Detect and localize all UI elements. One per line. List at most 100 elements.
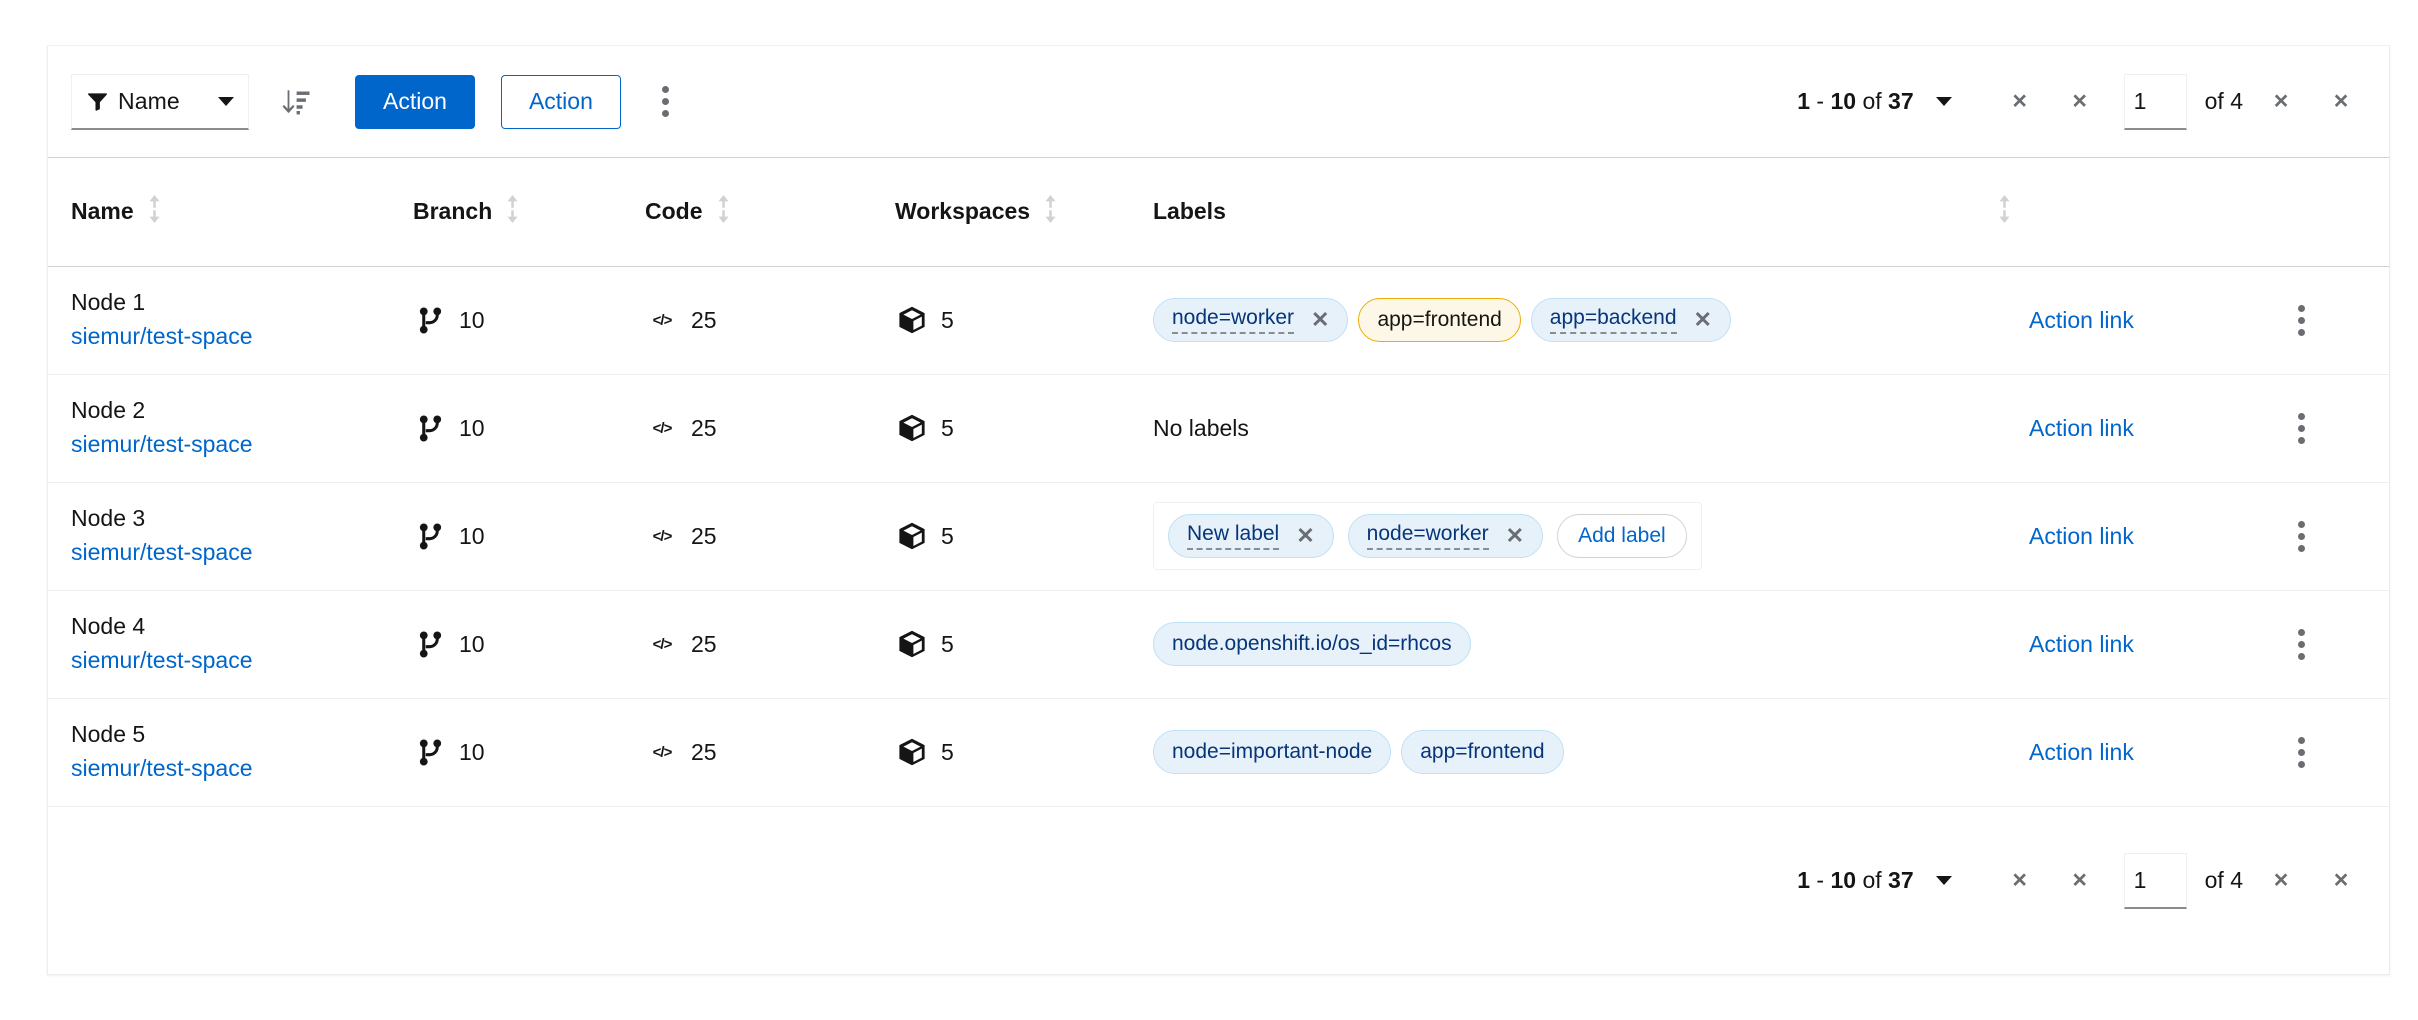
pagination-summary-top: 1 - 10 of 37: [1797, 88, 1913, 115]
cell-overflow: [2279, 590, 2389, 699]
pagination-prev-button[interactable]: ×: [2072, 87, 2087, 115]
label-chip[interactable]: app=backend✕: [1530, 298, 1731, 342]
label-chip-close-icon[interactable]: ✕: [1296, 523, 1315, 548]
label-chip[interactable]: node=important-node: [1153, 730, 1392, 774]
label-chip-close-icon[interactable]: ✕: [1505, 523, 1525, 548]
row-kebab-icon[interactable]: [2279, 725, 2323, 779]
code-icon: </>: [652, 635, 673, 653]
cell-action: Action link: [2029, 482, 2279, 591]
cube-icon: [895, 738, 929, 766]
sort-amount-down-icon[interactable]: [273, 79, 319, 125]
label-chip[interactable]: app=frontend: [1358, 298, 1521, 342]
filter-select-label: Name: [118, 87, 180, 114]
label-chip-text: node=important-node: [1172, 740, 1373, 763]
pagination-last-button[interactable]: ×: [2333, 866, 2349, 894]
row-kebab-icon[interactable]: [2279, 293, 2323, 347]
label-chip[interactable]: node.openshift.io/os_id=rhcos: [1153, 622, 1471, 666]
action-link[interactable]: Action link: [2029, 522, 2134, 549]
action-link[interactable]: Action link: [2029, 630, 2134, 657]
label-chip-text: node=worker: [1172, 306, 1294, 334]
label-chip[interactable]: node=worker ✕: [1153, 298, 1349, 342]
label-chip[interactable]: node=worker ✕: [1347, 514, 1544, 558]
kebab-dot: [2297, 652, 2305, 660]
primary-action-button[interactable]: Action: [355, 74, 475, 129]
row-kebab-icon[interactable]: [2279, 401, 2323, 455]
sort-updown-icon[interactable]: [1044, 194, 1057, 229]
cell-branch: 10: [413, 698, 645, 807]
label-chip-close-icon[interactable]: ✕: [1693, 307, 1712, 332]
label-chip-text: node=worker: [1366, 522, 1489, 550]
pagination-page-input[interactable]: [2123, 73, 2187, 130]
pagination-page-input[interactable]: [2123, 852, 2187, 909]
node-space-link[interactable]: siemur/test-space: [71, 755, 253, 781]
row-kebab-icon[interactable]: [2279, 509, 2323, 563]
kebab-dot: [2297, 736, 2305, 744]
column-header-code[interactable]: Code: [645, 158, 895, 267]
node-space-link[interactable]: siemur/test-space: [71, 647, 253, 673]
kebab-dot: [2297, 412, 2305, 420]
pagination-options-chevron-down-icon[interactable]: [1935, 97, 1952, 106]
branch-count: 10: [459, 630, 485, 657]
node-space-link[interactable]: siemur/test-space: [71, 539, 253, 565]
node-name: Node 1: [71, 289, 146, 316]
kebab-dot: [2297, 328, 2305, 336]
column-header-branch[interactable]: Branch: [413, 158, 645, 267]
pagination-prev-button[interactable]: ×: [2072, 866, 2087, 894]
pagination-next-button[interactable]: ×: [2273, 866, 2289, 894]
sort-updown-icon[interactable]: [506, 194, 519, 229]
cell-labels: node=important-node app=frontend: [1153, 698, 2029, 807]
sort-updown-icon[interactable]: [1998, 194, 2011, 229]
label-chip-text: app=frontend: [1420, 740, 1545, 763]
add-label-button[interactable]: Add label: [1557, 514, 1687, 558]
row-kebab-icon[interactable]: [2279, 617, 2323, 671]
code-count: 25: [691, 414, 717, 441]
sort-updown-icon[interactable]: [717, 194, 730, 229]
code-count: 25: [691, 630, 717, 657]
filter-select[interactable]: Name: [71, 73, 249, 130]
code-count: 25: [691, 738, 717, 765]
node-space-link[interactable]: siemur/test-space: [71, 431, 253, 457]
pagination-next-button[interactable]: ×: [2273, 87, 2289, 115]
cell-action: Action link: [2029, 590, 2279, 699]
pg-range-end: 10: [1830, 867, 1857, 893]
kebab-dot: [2297, 532, 2305, 540]
branch-count: 10: [459, 522, 485, 549]
label-chip-close-icon[interactable]: ✕: [1311, 307, 1330, 332]
pagination-last-button[interactable]: ×: [2333, 87, 2349, 115]
toolbar-kebab-icon[interactable]: [643, 76, 689, 128]
funnel-icon: [88, 92, 107, 111]
action-link[interactable]: Action link: [2029, 306, 2134, 333]
kebab-dot: [662, 86, 670, 93]
cell-code: </>25: [645, 266, 895, 375]
cell-labels: New label✕ node=worker ✕ Add label: [1153, 482, 2029, 591]
table-header-row: Name Branch Co: [48, 158, 2389, 267]
node-space-link[interactable]: siemur/test-space: [71, 323, 253, 349]
cell-branch: 10: [413, 590, 645, 699]
column-header-labels[interactable]: Labels: [1153, 158, 2029, 267]
column-header-workspaces[interactable]: Workspaces: [895, 158, 1153, 267]
label-chip[interactable]: New label✕: [1168, 514, 1334, 558]
branch-count: 10: [459, 738, 485, 765]
sort-updown-icon[interactable]: [148, 194, 161, 229]
kebab-dot: [662, 98, 670, 105]
kebab-dot: [2297, 436, 2305, 444]
pagination-first-button[interactable]: ×: [2012, 866, 2027, 894]
action-link[interactable]: Action link: [2029, 738, 2134, 765]
code-branch-icon: [413, 415, 447, 442]
label-chip[interactable]: app=frontend: [1401, 730, 1564, 774]
kebab-dot: [2297, 544, 2305, 552]
pagination-options-chevron-down-icon[interactable]: [1935, 876, 1952, 885]
secondary-action-button[interactable]: Action: [500, 74, 621, 129]
pagination-page-total-top: of 4: [2204, 88, 2243, 114]
action-link[interactable]: Action link: [2029, 414, 2134, 441]
kebab-dot: [2297, 760, 2305, 768]
column-header-name[interactable]: Name: [48, 158, 413, 267]
pagination-first-button[interactable]: ×: [2012, 87, 2027, 115]
cell-branch: 10: [413, 374, 645, 483]
cell-code: </>25: [645, 482, 895, 591]
